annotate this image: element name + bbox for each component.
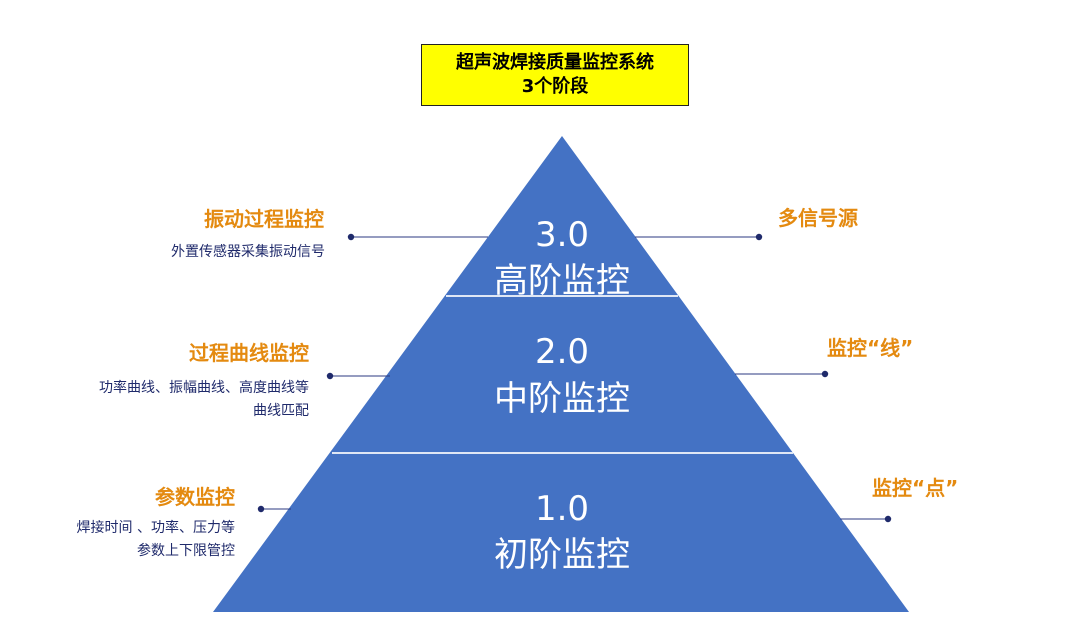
connector-dot-right-tier-3 xyxy=(755,233,763,241)
tier-1-name: 初阶监控 xyxy=(494,535,630,575)
tier-3-name: 高阶监控 xyxy=(494,261,630,301)
connector-dot-right-tier-1 xyxy=(884,515,892,523)
tier-2-number: 2.0 xyxy=(535,332,589,372)
tier-3-right-heading: 多信号源 xyxy=(778,206,858,230)
tier-1-number: 1.0 xyxy=(535,489,589,529)
title-line-1: 超声波焊接质量监控系统 xyxy=(456,52,654,73)
connector-dot-left-tier-2 xyxy=(326,372,334,380)
tier-1-left-heading: 参数监控 xyxy=(155,485,235,509)
tier-2-right-heading: 监控“线” xyxy=(827,336,914,360)
tier-3-left-description: 外置传感器采集振动信号 xyxy=(171,241,325,264)
tier-2-left-heading: 过程曲线监控 xyxy=(189,341,309,365)
tier-3-left-description-line: 外置传感器采集振动信号 xyxy=(171,244,325,260)
tier-1-left-description: 焊接时间 、功率、压力等 参数上下限管控 xyxy=(77,517,235,563)
connector-dot-right-tier-2 xyxy=(821,370,829,378)
title-box: 超声波焊接质量监控系统 3个阶段 xyxy=(421,44,689,106)
tier-3-left-heading: 振动过程监控 xyxy=(204,207,324,231)
connector-dot-left-tier-1 xyxy=(257,505,265,513)
tier-1-left-description-line: 参数上下限管控 xyxy=(137,543,235,559)
tier-2-left-description: 功率曲线、振幅曲线、高度曲线等 曲线匹配 xyxy=(99,377,309,423)
title-line-2: 3个阶段 xyxy=(521,76,589,97)
connector-dot-left-tier-3 xyxy=(347,233,355,241)
pyramid-shape xyxy=(213,136,909,612)
tier-2-left-description-line: 功率曲线、振幅曲线、高度曲线等 xyxy=(99,380,309,396)
tier-1-right-heading: 监控“点” xyxy=(872,476,959,500)
tier-3-number: 3.0 xyxy=(535,215,589,255)
tier-2-left-description-line: 曲线匹配 xyxy=(253,403,309,419)
tier-1-left-description-line: 焊接时间 、功率、压力等 xyxy=(76,520,235,536)
tier-2-name: 中阶监控 xyxy=(494,379,630,419)
